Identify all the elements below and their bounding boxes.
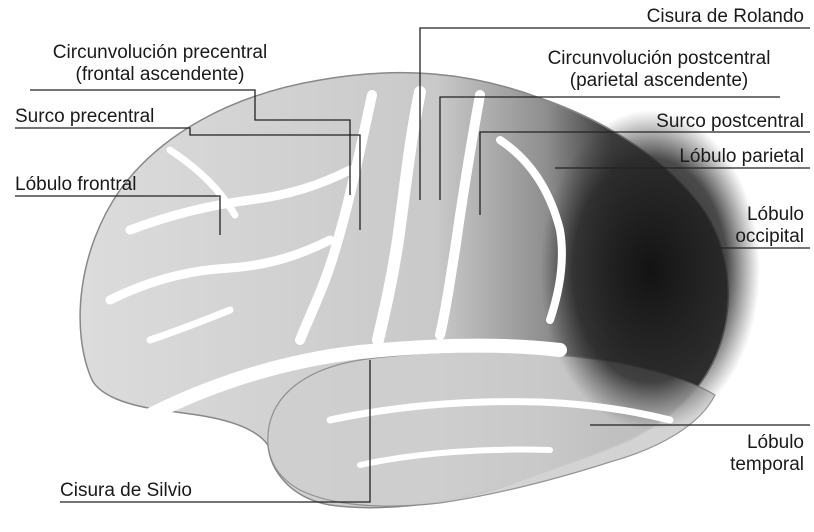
- label-precentral-gyrus: Circunvolución precentral (frontal ascen…: [30, 42, 290, 86]
- label-postcentral-gyrus-line1: Circunvolución postcentral: [534, 48, 784, 70]
- label-postcentral-gyrus: Circunvolución postcentral (parietal asc…: [534, 48, 784, 92]
- label-occipital-lobe-line1: Lóbulo: [735, 204, 804, 226]
- label-occipital-lobe-line2: occipital: [735, 226, 804, 248]
- label-temporal-lobe: Lóbulo temporal: [730, 432, 804, 476]
- label-postcentral-sulcus: Surco postcentral: [656, 111, 804, 133]
- label-postcentral-gyrus-line2: (parietal ascendente): [534, 70, 784, 92]
- label-precentral-gyrus-line2: (frontal ascendente): [30, 64, 290, 86]
- label-temporal-lobe-line1: Lóbulo: [730, 432, 804, 454]
- label-rolandic-fissure: Cisura de Rolando: [647, 6, 804, 28]
- label-temporal-lobe-line2: temporal: [730, 454, 804, 476]
- label-precentral-sulcus: Surco precentral: [15, 106, 154, 128]
- label-frontal-lobe: Lóbulo frontral: [15, 174, 136, 196]
- label-parietal-lobe: Lóbulo parietal: [679, 146, 804, 168]
- label-sylvian-fissure: Cisura de Silvio: [60, 480, 192, 502]
- label-precentral-gyrus-line1: Circunvolución precentral: [30, 42, 290, 64]
- label-occipital-lobe: Lóbulo occipital: [735, 204, 804, 248]
